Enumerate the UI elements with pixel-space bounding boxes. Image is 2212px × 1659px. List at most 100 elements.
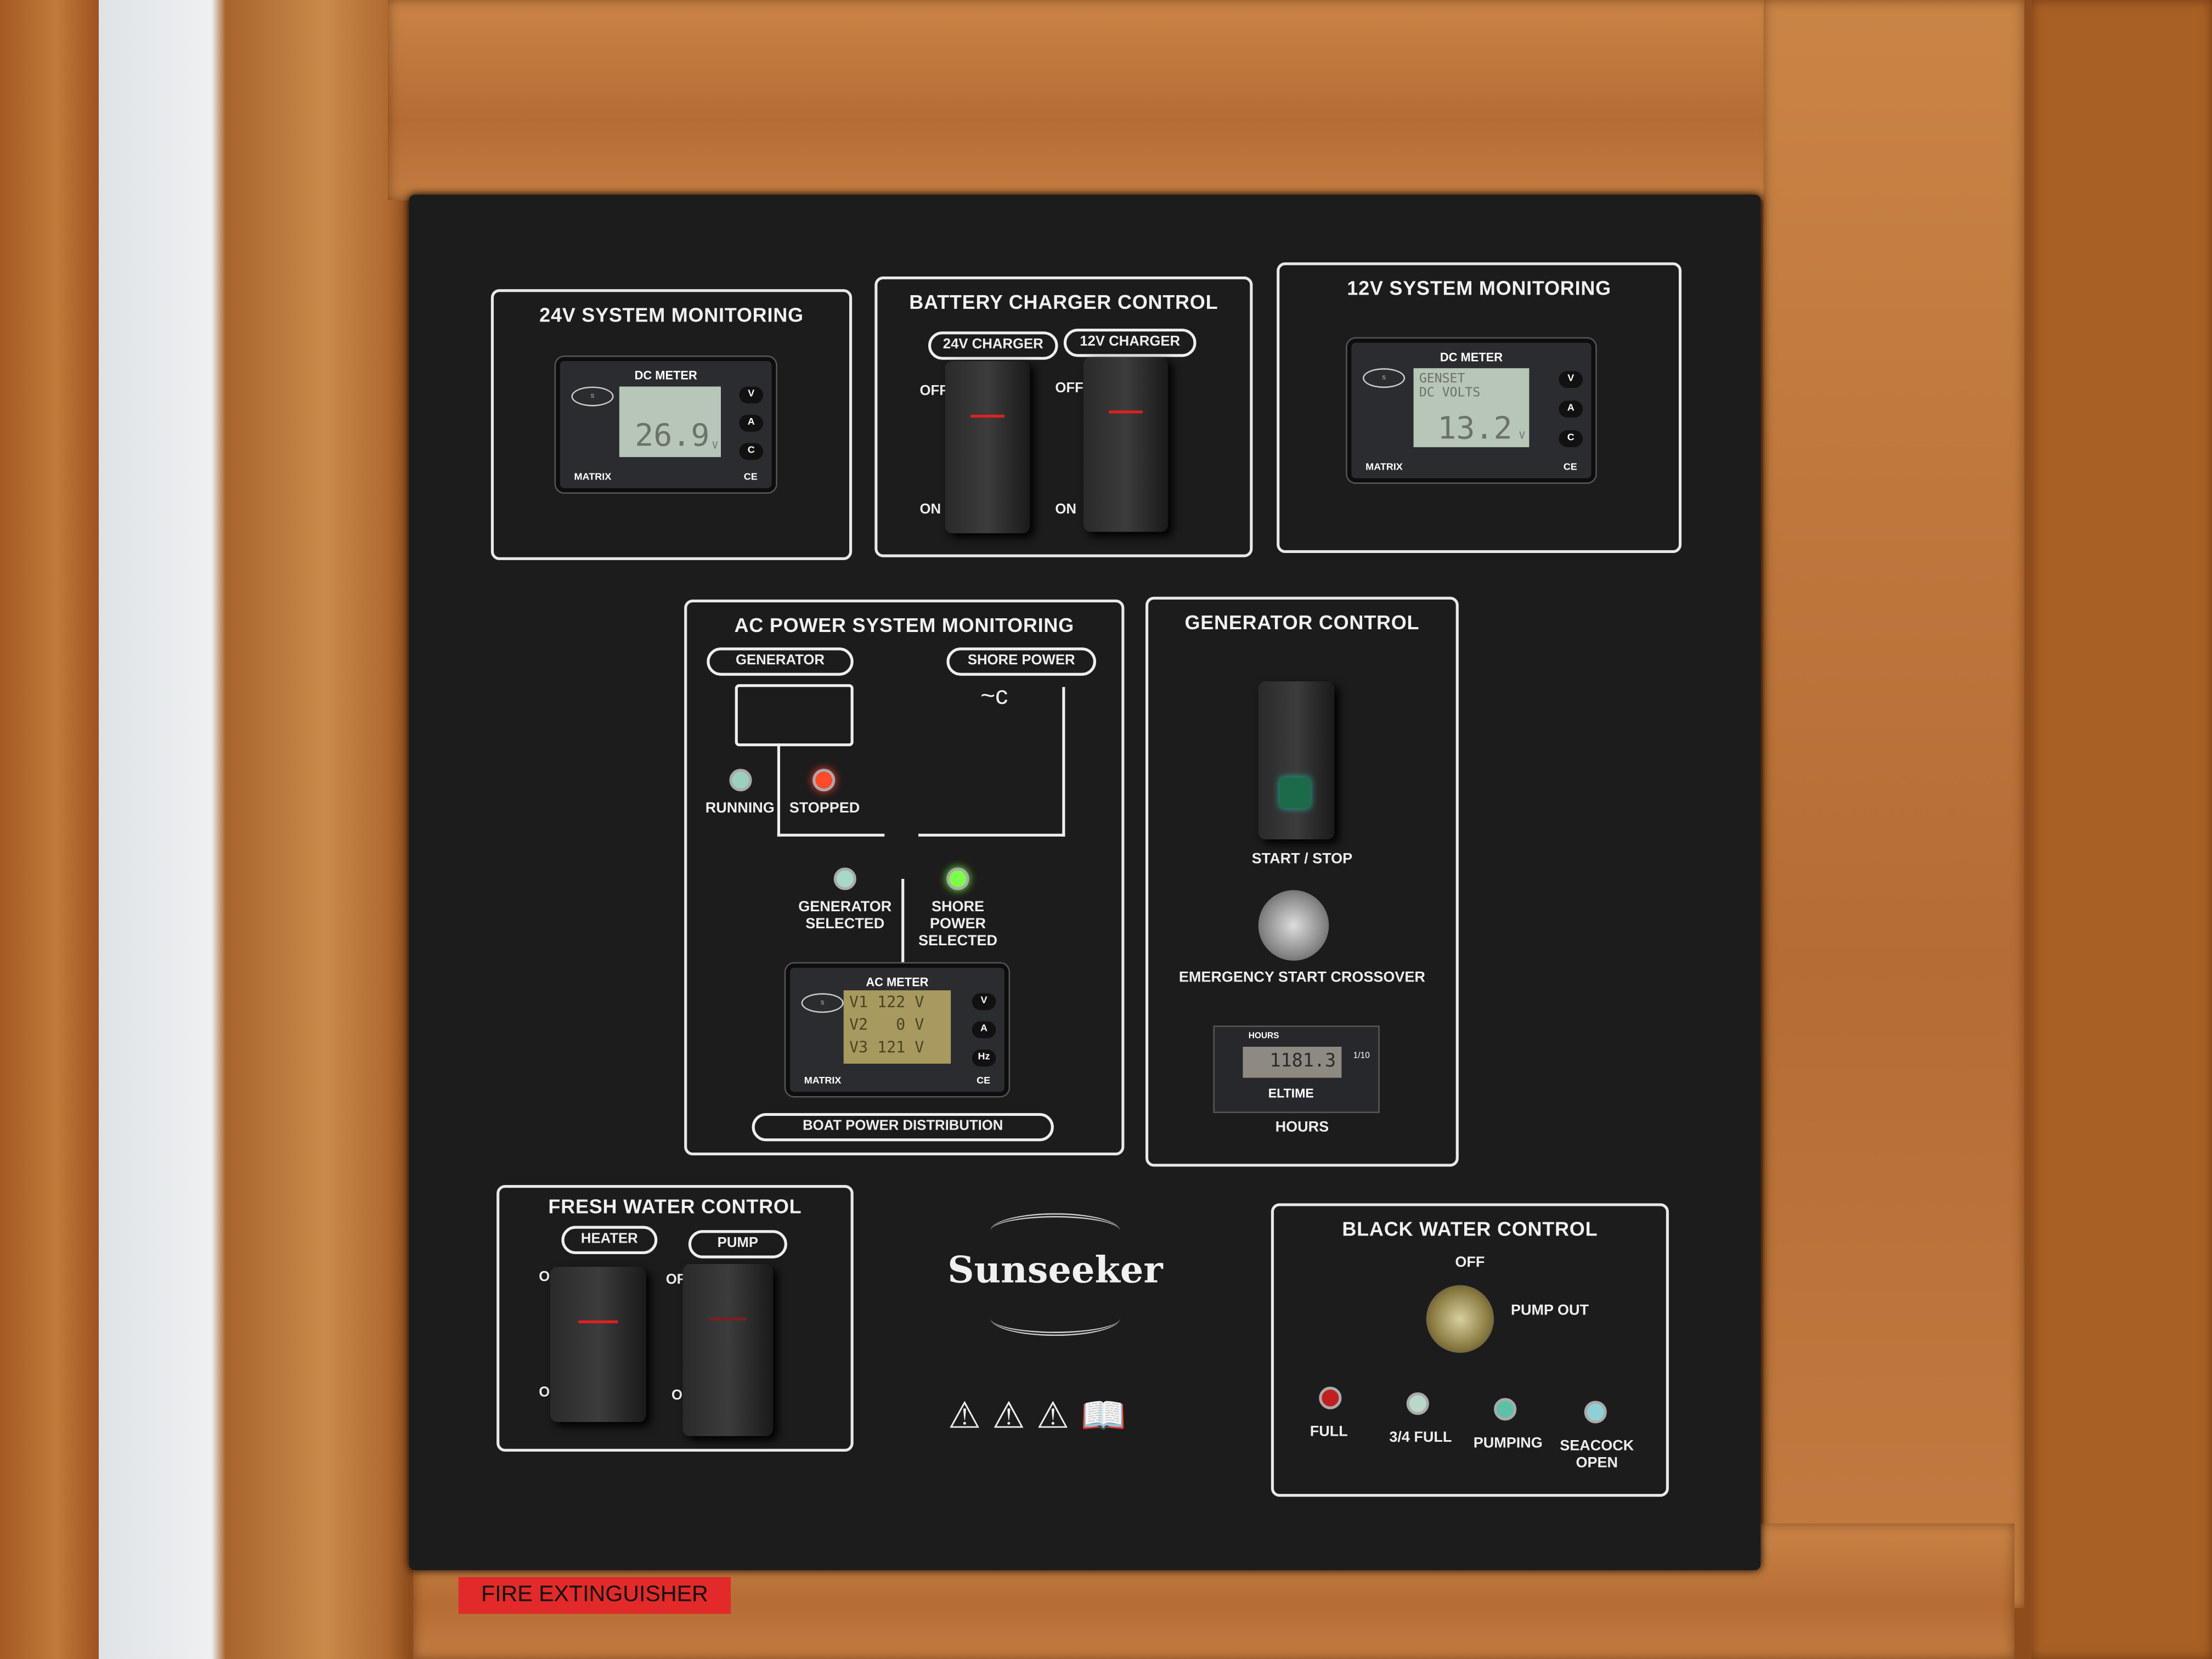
full-label: FULL <box>1310 1423 1348 1441</box>
sunseeker-logo-icon: S <box>571 386 614 407</box>
fire-warning-icon: ⚠ <box>947 1393 981 1436</box>
c-button[interactable]: C <box>739 443 764 460</box>
shore-selected-label: SHORE POWER SELECTED <box>918 898 998 950</box>
three-quarter-led <box>1406 1392 1429 1415</box>
ac-title: AC POWER SYSTEM MONITORING <box>734 613 1074 636</box>
wire <box>918 833 1065 837</box>
amps-button[interactable]: A <box>972 1021 996 1039</box>
ce-mark: CE <box>977 1076 991 1086</box>
generator-icon <box>735 684 854 747</box>
dc24-title: 24V SYSTEM MONITORING <box>539 303 804 326</box>
pump-switch[interactable] <box>682 1263 774 1436</box>
generator-selected-led <box>833 867 856 890</box>
off-label: OFF <box>1455 1254 1485 1271</box>
hours-label: HOURS <box>1275 1119 1329 1136</box>
start-stop-label: START / STOP <box>1251 850 1353 868</box>
lcd-row: V2 0 V <box>849 1015 924 1034</box>
three-quarter-label: 3/4 FULL <box>1389 1429 1452 1446</box>
power-indicator-icon <box>1279 777 1311 809</box>
ac-meter: AC METER S V1 122 V V2 0 V V3 121 V V A … <box>786 963 1009 1096</box>
charger-title: BATTERY CHARGER CONTROL <box>909 290 1218 313</box>
stopped-label: STOPPED <box>789 799 860 817</box>
laurel-bottom-icon <box>990 1301 1120 1336</box>
pump-out-key-switch[interactable] <box>1426 1285 1494 1353</box>
ac-section: AC POWER SYSTEM MONITORING GENERATOR SHO… <box>684 599 1125 1155</box>
wire <box>777 743 780 837</box>
sunseeker-logo: Sunseeker <box>931 1213 1180 1343</box>
dc12-reading: 13.2 <box>1437 411 1513 448</box>
pumping-led <box>1494 1398 1517 1421</box>
matrix-brand: MATRIX <box>574 472 612 483</box>
heater-switch[interactable] <box>550 1267 646 1422</box>
wire <box>777 833 885 837</box>
volts-button[interactable]: V <box>972 993 996 1011</box>
charger-section: BATTERY CHARGER CONTROL 24V CHARGER 12V … <box>874 276 1253 557</box>
emergency-start-button[interactable] <box>1258 890 1329 961</box>
charger12-switch[interactable] <box>1083 357 1169 532</box>
lcd-row: V1 122 V <box>849 993 924 1012</box>
matrix-brand: MATRIX <box>804 1076 842 1086</box>
charger24-switch[interactable] <box>945 361 1030 533</box>
pump-label: PUMP <box>688 1230 787 1259</box>
generator-title: GENERATOR CONTROL <box>1184 611 1420 634</box>
right-cabinet-frame <box>1763 0 2024 1609</box>
dc12-title: 12V SYSTEM MONITORING <box>1347 276 1611 300</box>
running-led <box>729 769 752 792</box>
off-label: OFF <box>919 383 948 399</box>
volts-button[interactable]: V <box>739 386 764 404</box>
fire-extinguisher-label: FIRE EXTINGUISHER <box>458 1577 731 1614</box>
dc24-section: 24V SYSTEM MONITORING DC METER S 26.9 V … <box>490 289 853 560</box>
start-stop-switch[interactable] <box>1258 681 1335 839</box>
control-panel: 24V SYSTEM MONITORING DC METER S 26.9 V … <box>409 194 1761 1570</box>
amps-button[interactable]: A <box>739 414 764 432</box>
charger12-label: 12V CHARGER <box>1063 329 1197 357</box>
generator-selected-label: GENERATOR SELECTED <box>798 898 892 933</box>
amps-button[interactable]: A <box>1559 400 1583 418</box>
on-label: ON <box>671 1388 683 1404</box>
black-water-section: BLACK WATER CONTROL OFF PUMP OUT FULL 3/… <box>1271 1203 1669 1497</box>
dc12-lcd: GENSET DC VOLTS 13.2 V <box>1413 368 1530 448</box>
generator-section: GENERATOR CONTROL START / STOP EMERGENCY… <box>1145 596 1459 1167</box>
stopped-led <box>812 769 836 792</box>
seacock-open-label: SEACOCK OPEN <box>1560 1437 1634 1471</box>
dc12-section: 12V SYSTEM MONITORING DC METER S GENSET … <box>1277 262 1682 553</box>
shore-selected-led <box>946 867 969 890</box>
black-water-title: BLACK WATER CONTROL <box>1342 1217 1598 1240</box>
right-wall-wood <box>2031 0 2212 1659</box>
read-manual-icon: 📖 <box>1080 1393 1126 1436</box>
general-warning-icon: ⚠ <box>992 1393 1025 1436</box>
fresh-water-title: FRESH WATER CONTROL <box>548 1194 802 1218</box>
boat-power-distribution-label: BOAT POWER DISTRIBUTION <box>752 1113 1054 1142</box>
matrix-brand: MATRIX <box>1365 462 1403 473</box>
shore-power-label: SHORE POWER <box>946 647 1096 676</box>
charger24-label: 24V CHARGER <box>928 331 1058 360</box>
lcd-line2: DC VOLTS <box>1419 386 1481 401</box>
unit: V <box>712 440 718 452</box>
sunseeker-logo-icon: S <box>1362 368 1406 388</box>
hz-button[interactable]: Hz <box>972 1049 996 1066</box>
meter-title: DC METER <box>634 368 697 382</box>
volts-button[interactable]: V <box>1559 371 1583 388</box>
dc24-lcd: 26.9 V <box>619 386 721 458</box>
brand-name: Sunseeker <box>947 1250 1163 1293</box>
shore-plug-icon: ~c <box>980 681 1008 710</box>
ce-mark: CE <box>743 472 758 483</box>
hour-meter: HOURS 1181.3 1/10 ELTIME <box>1213 1025 1380 1113</box>
full-led <box>1319 1386 1342 1409</box>
on-label: ON <box>539 1385 550 1401</box>
dc24-reading: 26.9 <box>635 419 710 454</box>
wire <box>1062 687 1065 837</box>
c-button[interactable]: C <box>1559 430 1583 448</box>
running-label: RUNNING <box>705 799 775 817</box>
unit: V <box>1519 430 1525 442</box>
electrical-warning-icon: ⚠ <box>1036 1393 1069 1436</box>
dc12-meter: DC METER S GENSET DC VOLTS 13.2 V V A C … <box>1347 338 1596 483</box>
meter-title: AC METER <box>866 974 929 989</box>
tenth-mark: 1/10 <box>1353 1052 1370 1061</box>
warning-icons: ⚠ ⚠ ⚠ 📖 <box>948 1394 1126 1438</box>
meter-title: DC METER <box>1440 349 1503 364</box>
lcd-row: V3 121 V <box>849 1038 924 1057</box>
pumping-label: PUMPING <box>1473 1435 1543 1452</box>
off-label: OFF <box>539 1269 550 1285</box>
